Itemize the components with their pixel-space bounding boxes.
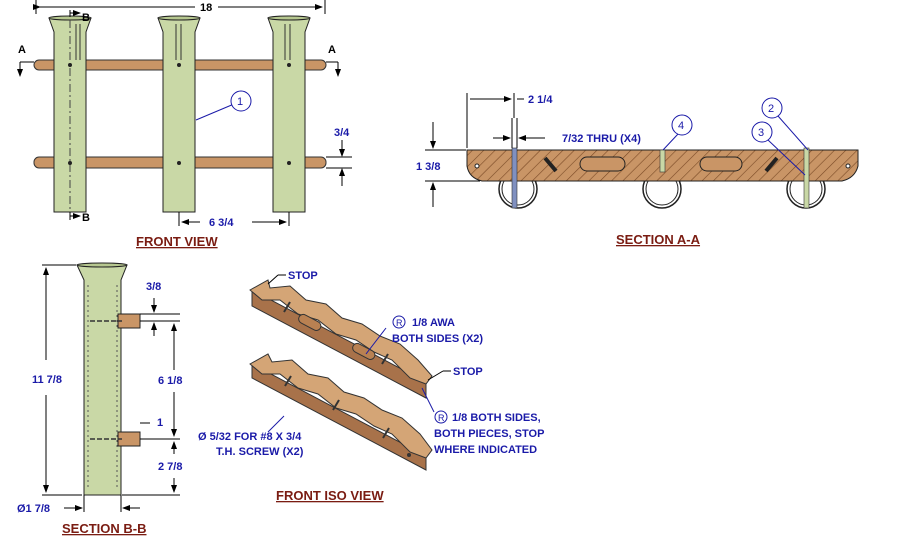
note-screw-line2: T.H. SCREW (X2) bbox=[216, 446, 304, 458]
balloon-4-label: 4 bbox=[678, 120, 684, 132]
note-screw-line1: Ø 5/32 FOR #8 X 3/4 bbox=[198, 431, 302, 443]
dim-rail-gap-label: 3/4 bbox=[334, 127, 350, 139]
front-view: 18 A A bbox=[17, 0, 352, 249]
section-bb-title: SECTION B-B bbox=[62, 521, 147, 536]
balloon-4 bbox=[671, 114, 693, 136]
rod-holder-middle bbox=[157, 15, 201, 213]
iso-board-upper bbox=[249, 279, 433, 399]
tube-section bbox=[76, 264, 128, 496]
balloon-2-label: 2 bbox=[768, 103, 774, 115]
note-awa-line1: 1/8 AWA bbox=[412, 317, 455, 329]
sides-radius-symbol: R bbox=[438, 413, 445, 423]
balloon-1 bbox=[230, 90, 252, 112]
section-a-right: A bbox=[328, 44, 336, 56]
section-bb: 11 7/8 3/8 6 1/8 1 2 7/8 Ø1 7/8 SECTION … bbox=[17, 262, 182, 536]
stop-right-label: STOP bbox=[453, 366, 483, 378]
dim-hole-spacing-label: 6 1/8 bbox=[158, 375, 182, 387]
note-sides-line2: BOTH PIECES, STOP bbox=[434, 428, 544, 440]
rod-holder-right bbox=[267, 15, 311, 213]
dim-overall-label: 18 bbox=[200, 2, 212, 14]
balloon-3 bbox=[751, 121, 773, 143]
iso-board-lower bbox=[249, 353, 433, 471]
rod-holder-left bbox=[48, 15, 92, 213]
dim-spacing-label: 6 3/4 bbox=[209, 217, 234, 229]
dim-length-label: 11 7/8 bbox=[32, 374, 62, 386]
dim-top-label: 2 1/4 bbox=[528, 94, 553, 106]
note-awa-line2: BOTH SIDES (X2) bbox=[392, 333, 483, 345]
section-a-left: A bbox=[18, 44, 26, 56]
section-aa-title: SECTION A-A bbox=[616, 232, 701, 247]
awa-radius-symbol: R bbox=[396, 318, 403, 328]
section-aa: 2 1/4 7/32 THRU (X4) 1 3/8 4 2 3 SECTION… bbox=[416, 93, 859, 247]
balloon-2 bbox=[761, 97, 783, 119]
section-b-top: B bbox=[82, 12, 90, 24]
balloon-1-label: 1 bbox=[237, 96, 243, 108]
dim-height-label: 1 3/8 bbox=[416, 161, 440, 173]
front-view-title: FRONT VIEW bbox=[136, 234, 218, 249]
balloon-3-label: 3 bbox=[758, 127, 764, 139]
note-sides-line3: WHERE INDICATED bbox=[434, 444, 537, 456]
dim-diameter-label: Ø1 7/8 bbox=[17, 503, 50, 515]
balloon-1-leader bbox=[195, 103, 235, 121]
dim-bottom-label: 2 7/8 bbox=[158, 461, 182, 473]
note-sides-line1: 1/8 BOTH SIDES, bbox=[452, 412, 541, 424]
dim-depth-label: 1 bbox=[157, 417, 163, 429]
section-b-bottom: B bbox=[82, 212, 90, 224]
dim-top-offset-label: 3/8 bbox=[146, 281, 161, 293]
front-iso-title: FRONT ISO VIEW bbox=[276, 488, 384, 503]
stop-top-label: STOP bbox=[288, 270, 318, 282]
note-holes: 7/32 THRU (X4) bbox=[562, 133, 641, 145]
front-iso-view: STOP R 1/8 AWA BOTH SIDES (X2) STOP R 1/… bbox=[198, 270, 544, 503]
